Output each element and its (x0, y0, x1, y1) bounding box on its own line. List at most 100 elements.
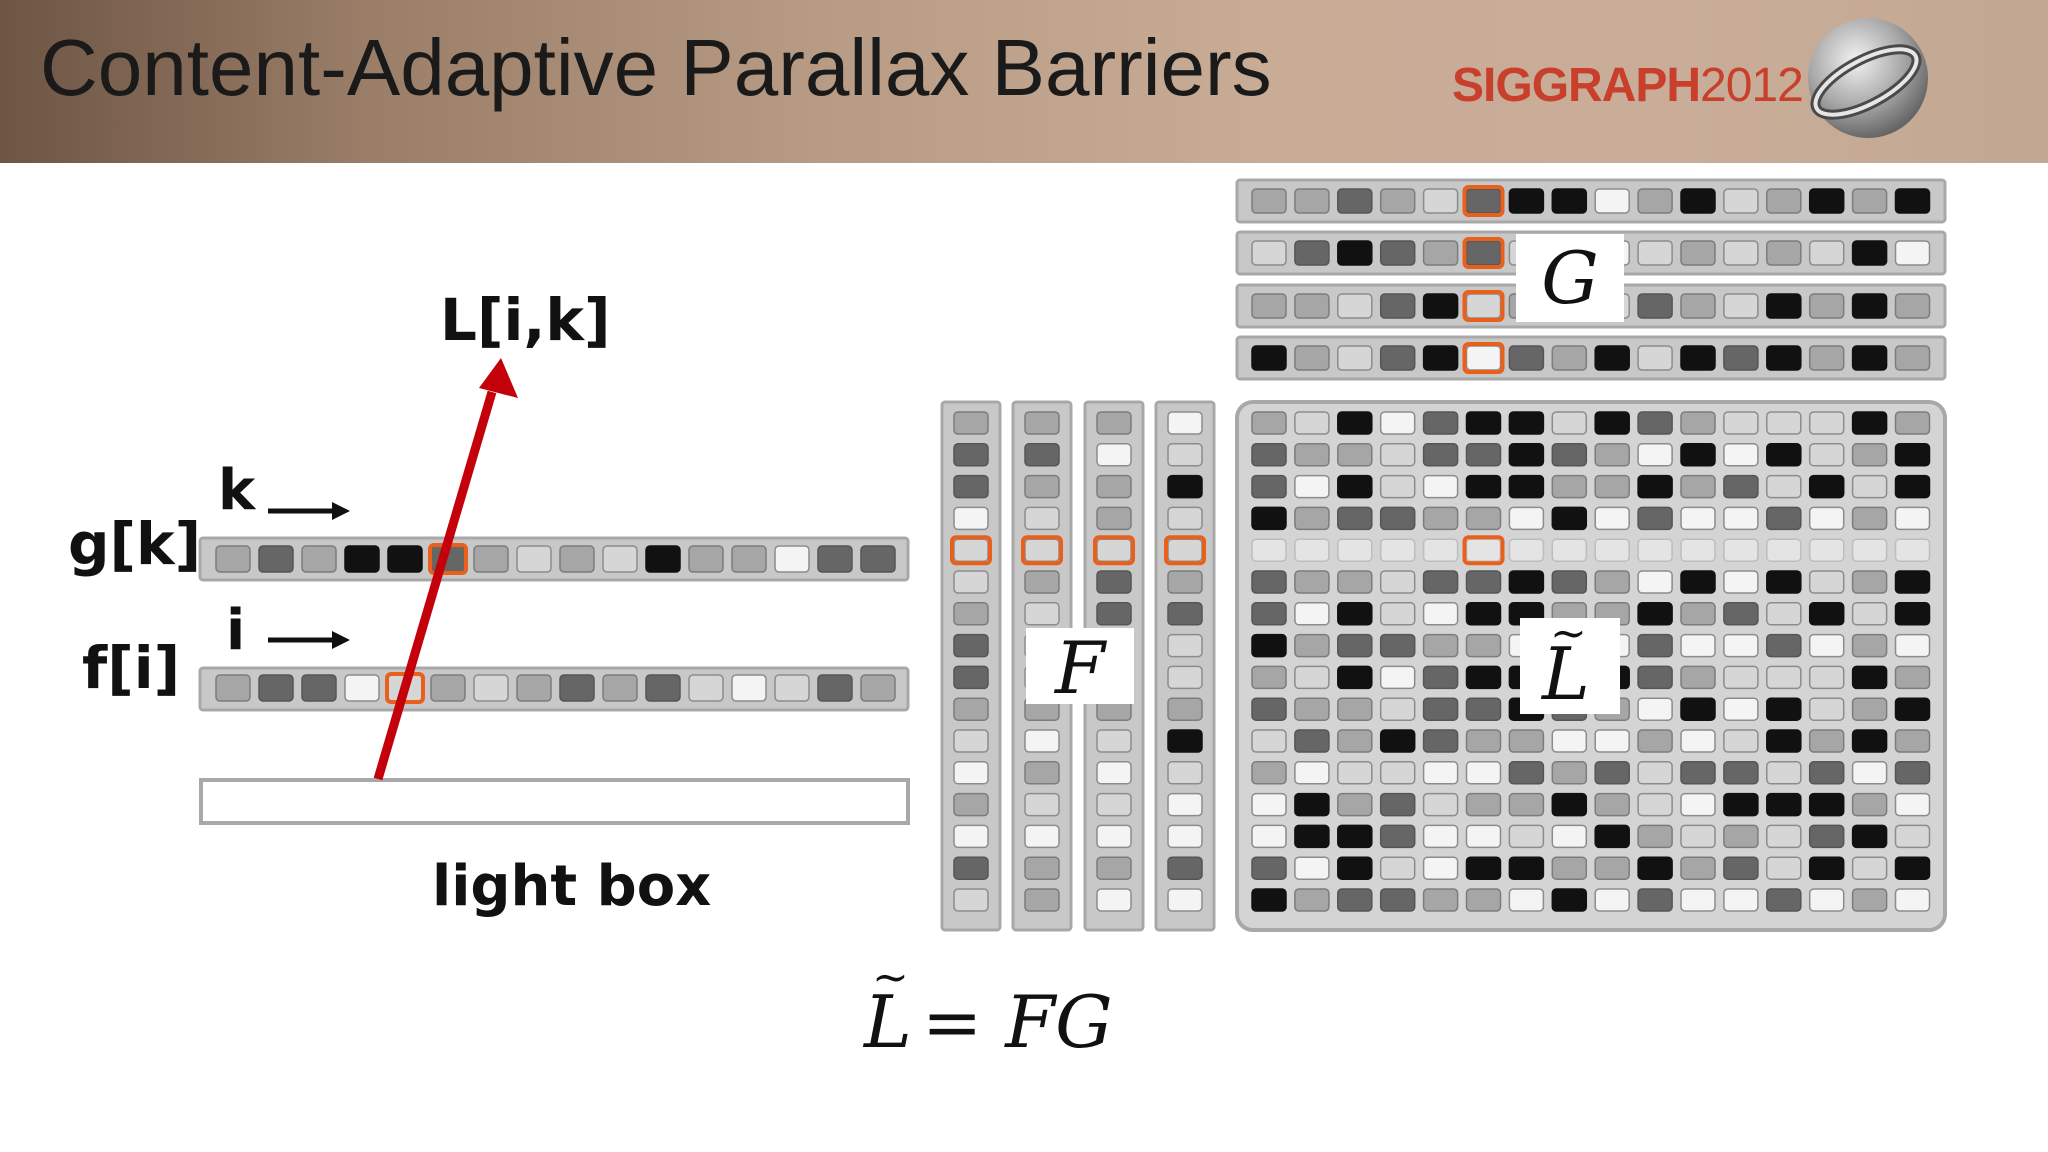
l-matrix-cell (1894, 633, 1931, 658)
f-matrix-cell (1024, 761, 1060, 785)
l-matrix-cell (1465, 411, 1502, 435)
f-matrix-cell (1167, 443, 1203, 467)
matrix-g-label: G (1516, 234, 1624, 322)
l-matrix-cell (1637, 697, 1673, 721)
g-matrix-cell (1294, 345, 1330, 371)
g-matrix-cell (1294, 240, 1330, 266)
g-matrix-cell (1723, 240, 1759, 266)
l-matrix-cell (1637, 856, 1673, 880)
g-matrix-cell (1766, 345, 1802, 371)
g-matrix-cell (1422, 188, 1459, 214)
g-layer-cell (301, 545, 337, 573)
g-matrix-cell (1465, 293, 1502, 319)
l-matrix-cell (1723, 506, 1759, 531)
f-matrix-cell (1096, 761, 1132, 785)
l-matrix-cell (1594, 411, 1630, 435)
l-matrix-cell (1551, 729, 1588, 753)
l-matrix-cell (1251, 411, 1287, 435)
f-matrix-cell (1024, 443, 1060, 467)
l-matrix-cell (1337, 506, 1373, 531)
l-matrix-cell (1465, 633, 1502, 658)
f-layer-cell (774, 674, 810, 702)
l-matrix-cell (1894, 474, 1931, 499)
g-layer-cell (688, 545, 724, 573)
l-matrix-cell (1766, 633, 1802, 658)
l-matrix-cell (1637, 474, 1673, 499)
g-matrix-cell (1551, 345, 1588, 371)
l-matrix-cell (1851, 506, 1888, 531)
g-matrix-cell (1894, 240, 1931, 266)
l-matrix-cell (1379, 633, 1416, 658)
l-matrix-cell (1851, 856, 1888, 880)
f-layer-cell (645, 674, 681, 702)
l-matrix-cell (1465, 570, 1502, 594)
l-matrix-cell (1551, 792, 1588, 817)
l-matrix-cell (1808, 538, 1845, 562)
l-matrix-cell (1508, 506, 1545, 531)
brand-year: 2012 (1700, 59, 1804, 112)
l-matrix-cell (1808, 602, 1845, 626)
l-matrix-cell (1465, 665, 1502, 690)
l-matrix-cell (1551, 411, 1588, 435)
g-matrix-cell (1851, 345, 1888, 371)
l-matrix-cell (1723, 633, 1759, 658)
l-matrix-cell (1551, 506, 1588, 531)
l-matrix-cell (1894, 761, 1931, 785)
f-matrix-cell (1096, 856, 1132, 880)
l-matrix-cell (1551, 474, 1588, 499)
l-matrix-cell (1594, 538, 1630, 562)
g-matrix-cell (1766, 293, 1802, 319)
g-matrix-cell (1594, 345, 1630, 371)
g-matrix-cell (1894, 188, 1931, 214)
l-matrix-cell (1680, 443, 1716, 467)
f-layer-cell (559, 674, 595, 702)
l-matrix-cell (1251, 856, 1287, 880)
l-matrix-cell (1637, 443, 1673, 467)
g-matrix-cell (1294, 188, 1330, 214)
f-layer-cell (301, 674, 337, 702)
g-matrix-cell (1379, 345, 1416, 371)
l-matrix-cell (1894, 856, 1931, 880)
l-matrix-cell (1251, 729, 1287, 753)
l-matrix-cell (1680, 474, 1716, 499)
g-layer-label: g[k] (68, 510, 202, 578)
l-matrix-cell (1337, 824, 1373, 849)
g-matrix-cell (1637, 240, 1673, 266)
l-matrix-cell (1465, 729, 1502, 753)
f-matrix-cell (1167, 506, 1203, 531)
l-matrix-cell (1251, 506, 1287, 531)
l-matrix-cell (1337, 538, 1373, 562)
l-matrix-cell (1894, 729, 1931, 753)
l-matrix-cell (1251, 792, 1287, 817)
l-matrix-cell (1508, 538, 1545, 562)
l-matrix-cell (1894, 443, 1931, 467)
g-matrix-cell (1379, 240, 1416, 266)
equation-lhs: L (864, 980, 912, 1064)
l-matrix-cell (1766, 570, 1802, 594)
f-matrix-cell (1096, 602, 1132, 626)
g-matrix-cell (1422, 293, 1459, 319)
g-matrix-cell (1337, 188, 1373, 214)
g-layer-cell (774, 545, 810, 573)
l-matrix-cell (1637, 665, 1673, 690)
g-matrix-cell (1680, 293, 1716, 319)
equation-rhs: = FG (922, 980, 1113, 1064)
l-matrix-cell (1723, 761, 1759, 785)
g-matrix-cell (1637, 188, 1673, 214)
f-matrix-cell (953, 506, 989, 531)
l-matrix-cell (1337, 697, 1373, 721)
l-matrix-cell (1379, 729, 1416, 753)
l-matrix-cell (1508, 824, 1545, 849)
f-matrix-cell (1167, 474, 1203, 499)
g-layer-cell (645, 545, 681, 573)
g-matrix-cell (1680, 345, 1716, 371)
l-matrix-cell (1637, 602, 1673, 626)
l-matrix-cell (1680, 506, 1716, 531)
g-highlight-cell (1462, 342, 1505, 374)
g-matrix-cell (1465, 345, 1502, 371)
g-matrix-cell (1251, 188, 1287, 214)
f-matrix-cell (953, 443, 989, 467)
l-matrix-cell (1508, 411, 1545, 435)
l-matrix-cell (1251, 474, 1287, 499)
l-matrix-cell (1766, 792, 1802, 817)
